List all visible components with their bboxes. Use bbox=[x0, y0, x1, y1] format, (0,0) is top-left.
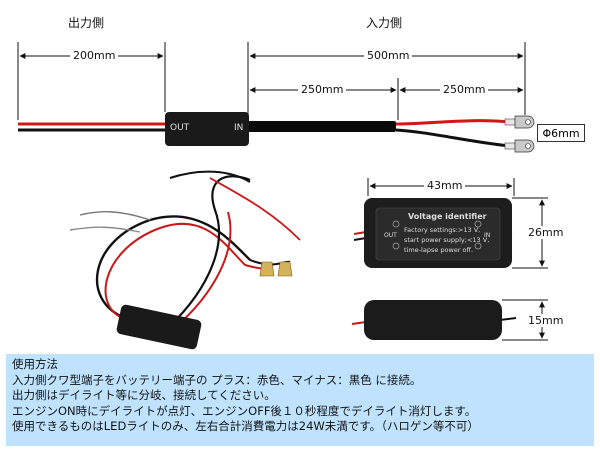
dim-label-15: 15mm bbox=[525, 314, 567, 327]
usage-line-2: 出力側はデイライト等に分岐、接続してください。 bbox=[12, 388, 276, 402]
usage-line-3: エンジンON時にデイライトが点灯、エンジンOFF後１０秒程度でデイライト消灯しま… bbox=[12, 403, 477, 418]
usage-line-4: 使用できるものはLEDライトのみ、左右合計消費電力は24W未満です。（ハロゲン等… bbox=[12, 419, 479, 433]
dim-label-43: 43mm bbox=[424, 179, 466, 192]
module-front-view bbox=[353, 178, 548, 269]
dimension-extension-lines bbox=[17, 42, 526, 120]
output-side-label: 出力側 bbox=[68, 16, 105, 30]
spade-terminal-top bbox=[514, 115, 535, 129]
module-face-line1: Factory settings:>13 V, bbox=[404, 226, 481, 234]
module-face-line3: time-lapse power off. bbox=[404, 246, 474, 254]
input-cable-sheath bbox=[246, 121, 396, 132]
top-wires bbox=[18, 115, 535, 153]
input-wire-black bbox=[395, 128, 511, 148]
usage-line-1: 入力側クワ型端子をバッテリー端子の プラス：赤色、マイナス：黒色 に接続。 bbox=[12, 372, 422, 387]
terminal-diameter-label: Φ6mm bbox=[537, 124, 585, 142]
module-box-top bbox=[165, 112, 249, 146]
dim-label-26: 26mm bbox=[525, 226, 567, 239]
module-face-title: Voltage identifier bbox=[408, 212, 487, 221]
dim-label-200: 200mm bbox=[70, 49, 119, 62]
module-face-in: IN bbox=[484, 232, 491, 239]
module-face-line2: start power supply;<13 V, bbox=[404, 236, 490, 244]
usage-instructions: 使用方法 入力側クワ型端子をバッテリー端子の プラス：赤色、マイナス：黒色 に接… bbox=[6, 354, 594, 446]
box-out-label: OUT bbox=[170, 123, 190, 133]
spade-terminal-bottom bbox=[514, 139, 535, 153]
module-side-view bbox=[351, 299, 548, 341]
dim-label-250b: 250mm bbox=[440, 83, 489, 96]
module-photo-box bbox=[116, 304, 202, 350]
usage-title: 使用方法 bbox=[12, 357, 58, 371]
box-in-label: IN bbox=[234, 123, 244, 133]
input-wire-red bbox=[395, 119, 511, 126]
input-side-label: 入力側 bbox=[366, 16, 403, 30]
dim-label-500: 500mm bbox=[364, 49, 413, 62]
photo-terminals bbox=[259, 261, 293, 277]
dim-label-250a: 250mm bbox=[298, 83, 347, 96]
module-photo bbox=[69, 170, 301, 334]
module-face-out: OUT bbox=[384, 232, 397, 239]
